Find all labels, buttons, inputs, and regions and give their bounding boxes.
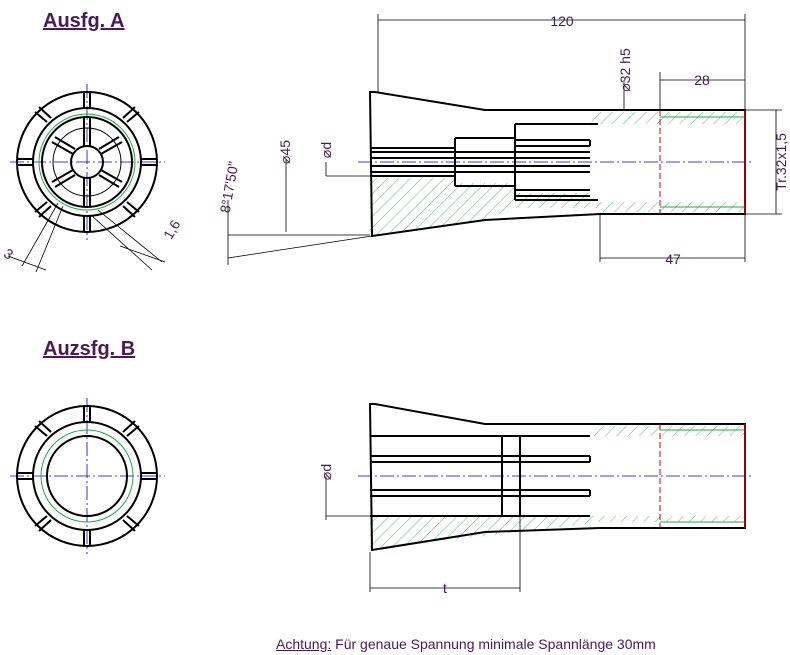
note-prefix: Achtung: <box>276 636 332 652</box>
section-view-a <box>358 91 752 238</box>
shank-diameter-label: ⌀32 h5 <box>617 48 633 92</box>
section-view-b <box>358 403 752 552</box>
bore-diameter-label-a: ⌀d <box>318 142 334 158</box>
length-total-label: 120 <box>550 13 574 29</box>
end-view-b <box>10 398 165 554</box>
thread-label: Tr.32x1,5 <box>773 133 789 191</box>
view-b-title: Auzsfg. B <box>43 338 136 360</box>
bore-length-label: t <box>443 580 447 596</box>
thread-length-label: 28 <box>694 72 710 88</box>
end-view-a <box>7 84 166 273</box>
view-a-title: Ausfg. A <box>43 10 125 32</box>
slot-width-label: 3 <box>1 245 16 263</box>
body-length-label: 47 <box>665 251 681 267</box>
bore-diameter-label-b: ⌀d <box>318 464 334 480</box>
section-a-dimension-lines <box>227 14 782 265</box>
note: Achtung: Für genaue Spannung minimale Sp… <box>276 636 656 652</box>
note-text: Für genaue Spannung minimale Spannlänge … <box>331 636 656 652</box>
cone-angle-label: 8°17'50" <box>217 160 242 214</box>
cone-diameter-label: ⌀45 <box>277 140 293 164</box>
slot-depth-label: 1,6 <box>160 217 184 242</box>
section-b-dimension-lines <box>325 476 521 592</box>
